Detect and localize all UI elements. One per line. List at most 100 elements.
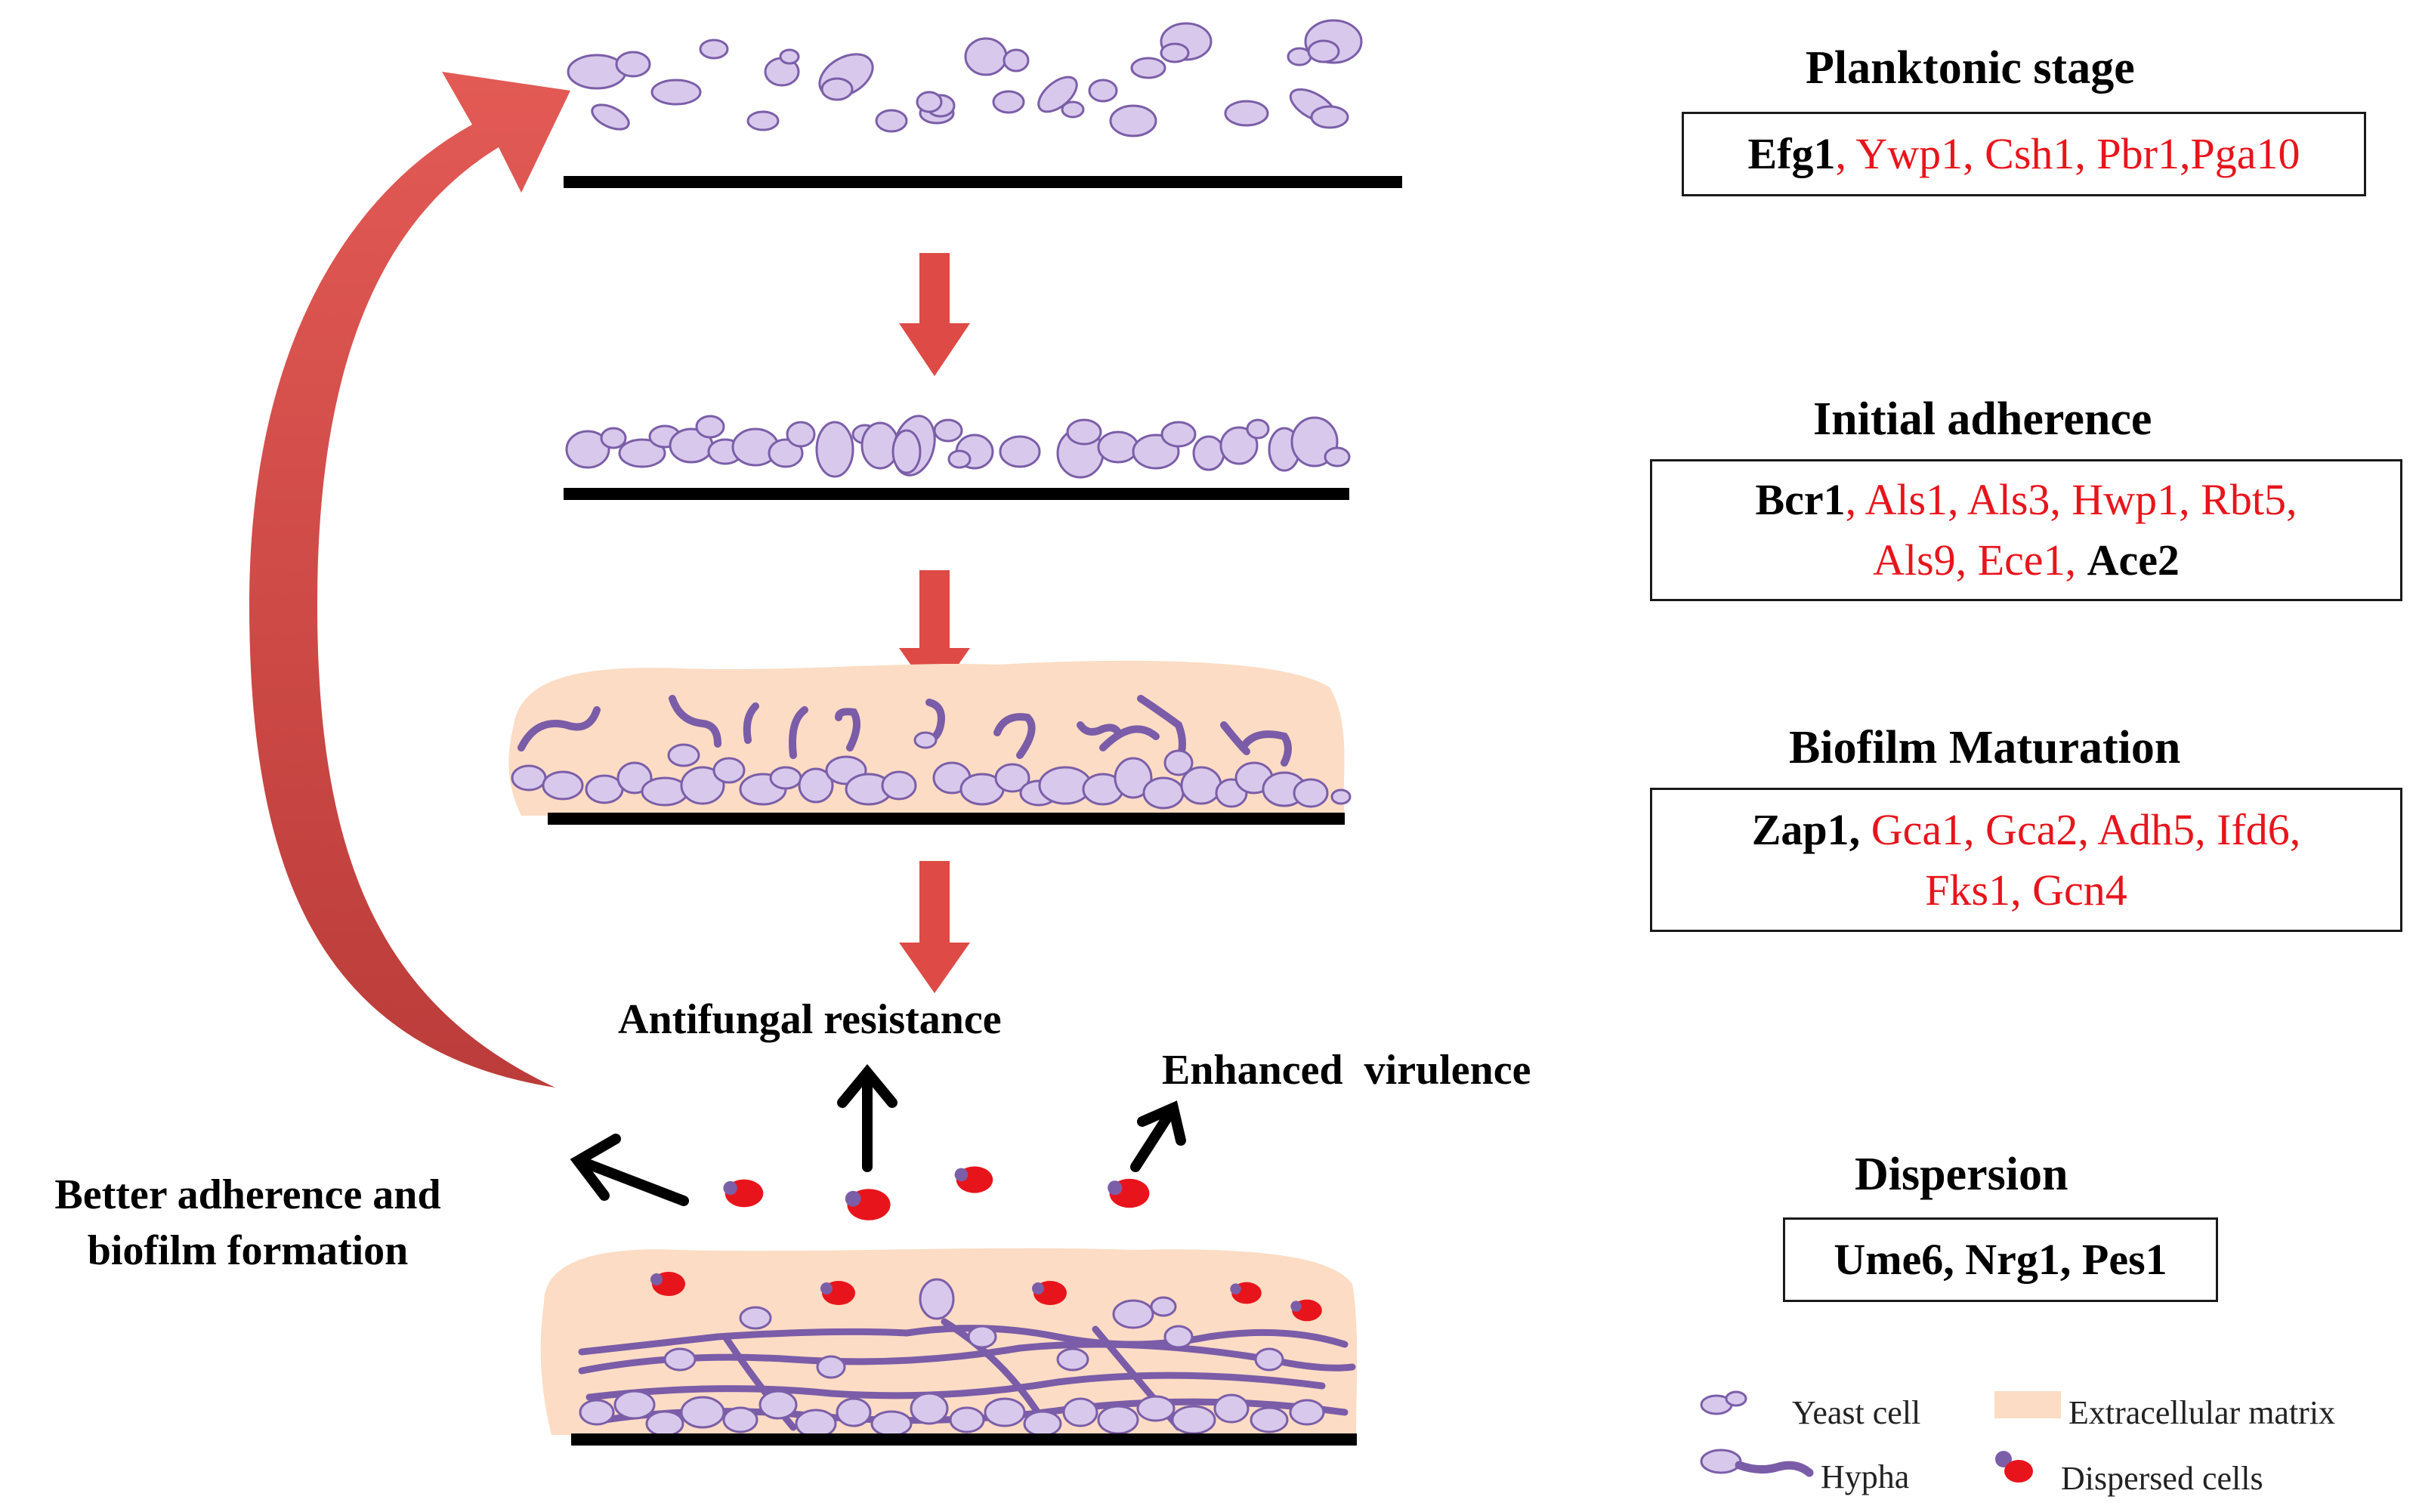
hypha — [789, 706, 808, 759]
gene-text: Bcr1 — [1755, 475, 1846, 524]
yeast-cell — [746, 110, 780, 131]
dispersed-cell-bud — [723, 1180, 737, 1196]
down-arrow-1 — [899, 253, 970, 376]
dispersed-cell-bud — [650, 1273, 663, 1285]
yeast-cell — [695, 415, 725, 439]
stage-title-dispersion: Dispersion — [1855, 1149, 2068, 1200]
gene-text: Als9, Ece1, — [1873, 535, 2087, 585]
yeast-cell — [916, 91, 943, 113]
stage-title-planktonic: Planktonic stage — [1806, 42, 2135, 94]
yeast-cell — [1324, 446, 1351, 467]
arrow-to-adherence — [570, 1134, 689, 1206]
yeast-cell — [891, 429, 922, 474]
yeast-cell — [613, 1390, 656, 1420]
dispersed-cells-escaping — [723, 1166, 1150, 1220]
yeast-cell — [999, 435, 1041, 468]
dispersed-cell-bud — [820, 1282, 833, 1294]
yeast-cell — [1142, 776, 1185, 810]
dispersed-cell-bud — [954, 1168, 969, 1182]
legend-hypha-label: Hypha — [1821, 1458, 1910, 1495]
gene-text: , Ywp1, Csh1, Pbr1,Pga10 — [1835, 129, 2300, 178]
gene-line: Ume6, Nrg1, Pes1 — [1834, 1230, 2167, 1290]
stage-title-maturation: Biofilm Maturation — [1789, 722, 2181, 773]
yeast-cell — [739, 1306, 772, 1330]
yeast-cell — [984, 1397, 1026, 1427]
gene-box-dispersion: Ume6, Nrg1, Pes1 — [1783, 1217, 2218, 1302]
stage-title-adherence: Initial adherence — [1813, 393, 2152, 445]
yeast-cell — [1224, 100, 1269, 127]
yeast-cell — [1097, 1405, 1139, 1435]
surface-bar-adherence — [564, 488, 1349, 500]
yeast-cell — [758, 1390, 798, 1420]
yeast-cell — [1330, 788, 1352, 805]
yeast-cell — [933, 418, 963, 443]
yeast-cell — [1088, 79, 1118, 103]
yeast-cell — [1097, 430, 1139, 464]
legend-dispersed-icon — [1995, 1451, 2033, 1483]
yeast-cell — [1192, 435, 1225, 471]
gene-text: Fks1, Gcn4 — [1925, 865, 2127, 915]
yeast-cell — [820, 77, 854, 101]
label-antifungal-resistance: Antifungal resistance — [618, 996, 1002, 1043]
yeast-cell — [615, 51, 651, 78]
label-enhanced-virulence: Enhanced virulence — [1162, 1047, 1531, 1094]
hypha — [743, 702, 759, 744]
yeast-cell — [1003, 48, 1030, 73]
label-better-adherence-line2: biofilm formation — [87, 1227, 409, 1274]
gene-text: Gca1, Gca2, Adh5, Ifd6, — [1871, 804, 2301, 854]
yeast-cell — [836, 1397, 872, 1427]
yeast-cell — [1112, 1299, 1154, 1329]
yeast-cell — [667, 743, 700, 767]
dispersed-cell-bud — [1230, 1283, 1241, 1294]
yeast-cell — [786, 421, 816, 448]
yeast-cell — [816, 1355, 846, 1379]
legend-yeast-label: Yeast cell — [1792, 1394, 1921, 1431]
yeast-cell — [1310, 105, 1349, 129]
yeast-cell — [919, 1278, 955, 1320]
yeast-cell — [1293, 778, 1329, 808]
planktonic-stage-illustration — [567, 19, 1363, 137]
hypha — [517, 706, 601, 751]
yeast-cell — [1160, 421, 1197, 448]
dispersed-cell-bud — [845, 1190, 861, 1207]
yeast-cell — [565, 430, 610, 469]
dispersed-cell-bud — [1108, 1180, 1123, 1196]
yeast-cell — [1219, 426, 1259, 465]
yeast-cell — [542, 770, 584, 801]
yeast-cell — [1289, 1399, 1325, 1426]
gene-box-maturation: Zap1, Gca1, Gca2, Adh5, Ifd6, Fks1, Gcn4 — [1650, 788, 2402, 932]
gene-line: Fks1, Gcn4 — [1925, 860, 2127, 921]
yeast-cell — [1023, 1410, 1062, 1437]
yeast-cell — [768, 438, 804, 468]
yeast-cell — [579, 1399, 615, 1426]
yeast-cell — [1160, 42, 1190, 63]
yeast-cell — [1130, 57, 1166, 79]
legend-matrix-swatch — [1994, 1391, 2061, 1418]
dispersed-cell-bud — [1290, 1301, 1302, 1312]
hypha — [1077, 721, 1122, 736]
yeast-cell — [779, 48, 800, 65]
gene-text: Ume6, Nrg1, Pes1 — [1834, 1235, 2167, 1284]
yeast-cell — [1136, 1395, 1176, 1422]
yeast-cell — [1254, 1347, 1284, 1372]
yeast-cell — [1114, 757, 1153, 799]
yeast-cell — [1246, 418, 1270, 440]
gene-box-planktonic: Efg1, Ywp1, Csh1, Pbr1,Pga10 — [1682, 112, 2366, 196]
yeast-cell — [1213, 1393, 1250, 1424]
yeast-cell — [618, 438, 666, 468]
yeast-cell — [949, 1406, 985, 1433]
gene-text: , Als1, Als3, Hwp1, Rbt5, — [1845, 475, 2297, 524]
yeast-cell — [870, 1410, 913, 1437]
gene-line: Efg1, Ywp1, Csh1, Pbr1,Pga10 — [1748, 124, 2300, 184]
yeast-cell — [798, 767, 834, 804]
yeast-cell — [650, 79, 702, 106]
yeast-cell — [881, 770, 917, 801]
yeast-cell — [712, 757, 746, 784]
gene-text: Zap1, — [1751, 804, 1871, 854]
yeast-cell — [1163, 749, 1194, 776]
hypha — [578, 1328, 910, 1356]
dispersion-illustration — [578, 1272, 1356, 1439]
yeast-cell — [913, 731, 938, 749]
yeast-cell — [600, 427, 627, 449]
yeast-cell — [699, 39, 729, 60]
